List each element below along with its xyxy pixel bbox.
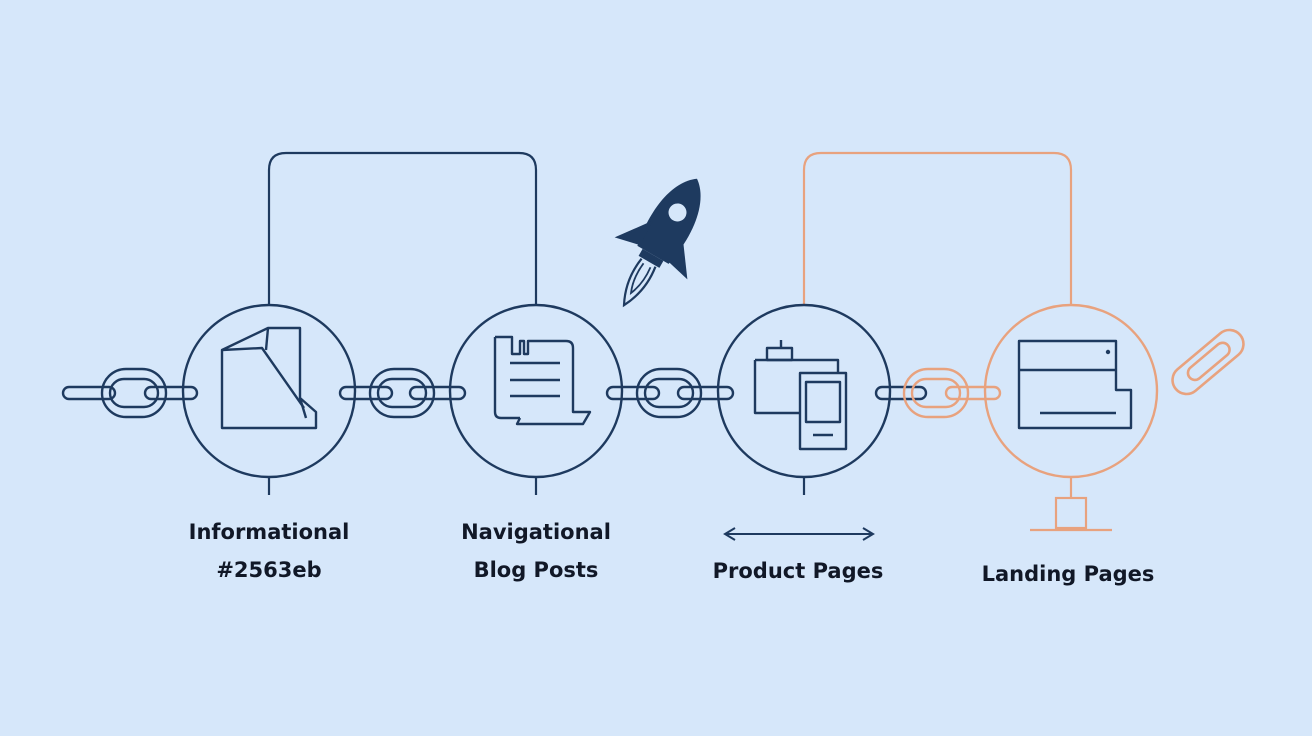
- double-arrow-icon: [723, 527, 875, 541]
- chain-link-group-3: [605, 367, 735, 419]
- browser-window-icon: [1017, 339, 1133, 430]
- folder-devices-icon: [753, 340, 848, 451]
- bracket-navy: [267, 151, 538, 305]
- folded-document-icon: [220, 326, 318, 430]
- node-circle-product: [716, 303, 892, 479]
- label-informational: Informational #2563eb: [188, 520, 350, 582]
- chain-link-group-4: [874, 367, 1002, 419]
- rocket-icon: [614, 178, 701, 308]
- label-landing: Landing Pages: [981, 562, 1155, 586]
- paperclip-link-icon: [1171, 328, 1245, 396]
- node-circle-informational: [181, 303, 357, 479]
- chain-link-group-2: [338, 367, 467, 419]
- bracket-peach: [802, 151, 1073, 305]
- scroll-document-icon: [493, 335, 592, 426]
- node-circle-navigational: [448, 303, 624, 479]
- label-product: Product Pages: [712, 559, 884, 583]
- label-navigational: Navigational Blog Posts: [461, 520, 611, 582]
- node-circle-landing: [983, 303, 1159, 479]
- stand-landing: [1030, 477, 1112, 532]
- chain-link-group-1: [61, 367, 199, 419]
